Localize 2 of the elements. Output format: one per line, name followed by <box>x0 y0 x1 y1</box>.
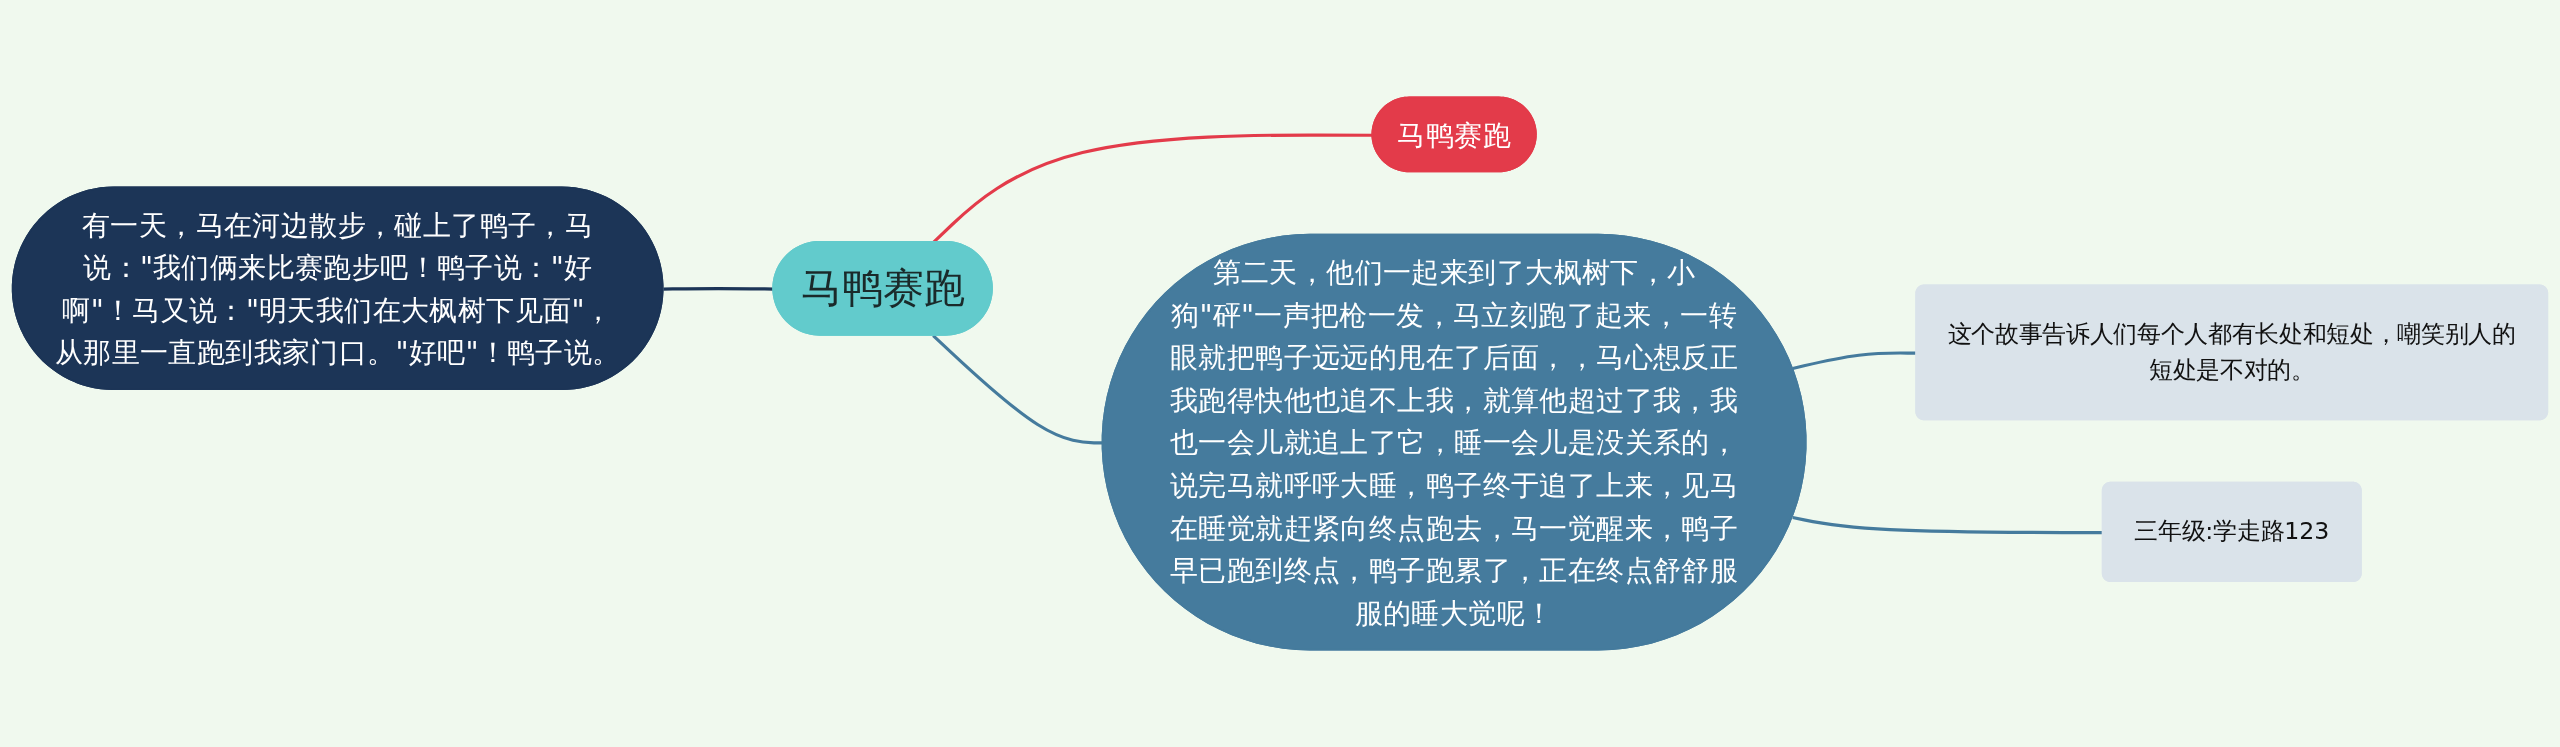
connector <box>663 286 774 291</box>
connector <box>1792 351 1917 370</box>
